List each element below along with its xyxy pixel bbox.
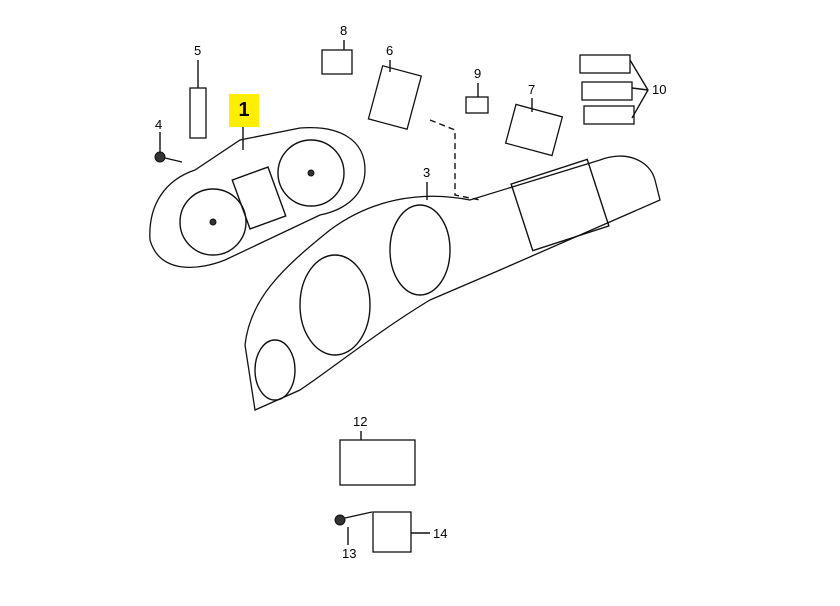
part-12[interactable] [339, 439, 416, 486]
callout-1-highlighted[interactable]: 1 [229, 94, 259, 127]
part-7[interactable] [504, 103, 564, 157]
callout-9[interactable]: 9 [474, 66, 482, 81]
part-5[interactable] [189, 87, 207, 139]
callout-6[interactable]: 6 [386, 43, 394, 58]
callout-3[interactable]: 3 [423, 165, 431, 180]
callout-4[interactable]: 4 [155, 117, 163, 132]
callout-13[interactable]: 13 [342, 546, 357, 561]
callout-5[interactable]: 5 [194, 43, 202, 58]
callout-10[interactable]: 10 [652, 82, 667, 97]
instrument-cluster[interactable] [149, 126, 366, 268]
part-8[interactable] [321, 49, 353, 75]
part-9[interactable] [465, 96, 489, 114]
part-10[interactable] [579, 54, 635, 125]
callout-12[interactable]: 12 [353, 414, 368, 429]
part-3-trim-panel[interactable] [244, 155, 661, 411]
part-6[interactable] [367, 64, 423, 131]
part-13-screw[interactable] [334, 511, 373, 526]
callout-7[interactable]: 7 [528, 82, 536, 97]
part-14[interactable] [372, 511, 412, 553]
part-4-screw[interactable] [154, 151, 183, 163]
callout-14[interactable]: 14 [433, 526, 448, 541]
callout-8[interactable]: 8 [340, 23, 348, 38]
